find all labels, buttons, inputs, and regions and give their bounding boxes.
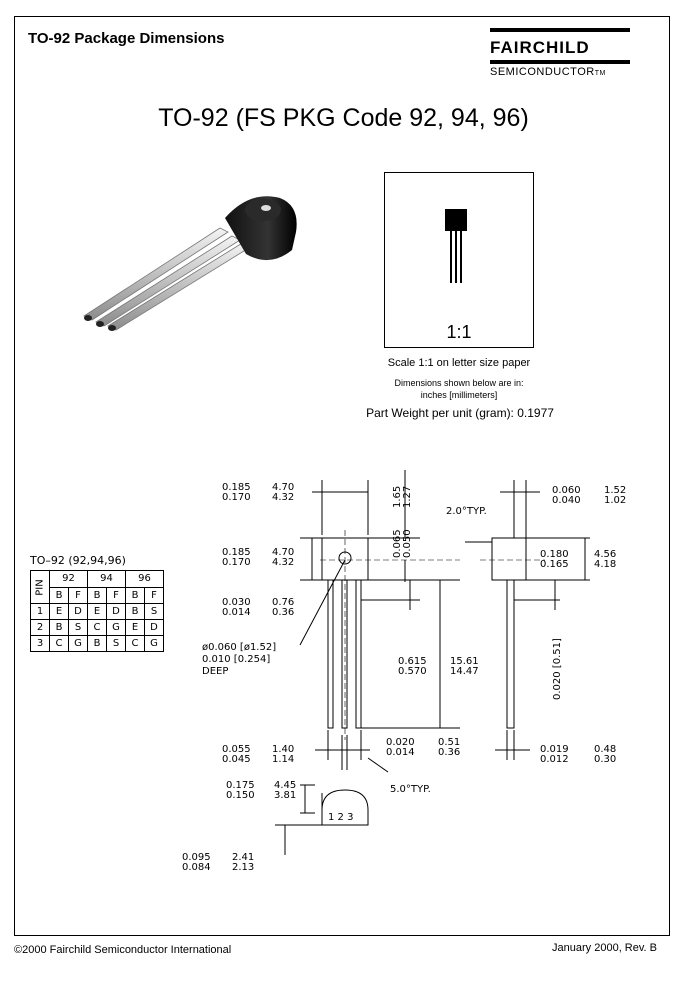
table-row: 2 B S C G E D [30, 619, 164, 636]
dimension-drawing: 0.185 0.170 4.70 4.32 1.65 1.27 0.065 0.… [182, 470, 626, 873]
units-note-1: Dimensions shown below are in: [394, 378, 524, 388]
dim-body-width-in-2: 0.170 [222, 492, 251, 503]
dim-body-height-in: 0.185 [222, 547, 251, 558]
dim-flat-mm-2: 2.13 [232, 862, 254, 873]
fairchild-logo: FAIRCHILD SEMICONDUCTORTM [490, 28, 640, 80]
pin-table-caption: TO–92 (92,94,96) [30, 554, 126, 567]
dim-side-top-in-2: 0.040 [552, 495, 581, 506]
dim-span-in: 0.175 [226, 780, 255, 791]
dim-lead-pitch-in: 0.055 [222, 744, 251, 755]
dim-side-lead-width-mm: 0.48 [594, 744, 616, 755]
dim-side-lead-width-mm-2: 0.30 [594, 754, 616, 765]
dim-span-mm: 4.45 [274, 780, 296, 791]
footer-revision: January 2000, Rev. B [552, 942, 657, 954]
dim-lead-pitch-mm: 1.40 [272, 744, 294, 755]
dim-flat-mm: 2.41 [232, 852, 254, 863]
dim-top-flat-in: 0.065 [392, 529, 403, 558]
dim-top-flat-mm-2: 1.27 [402, 486, 413, 508]
dim-lead-width-mm-2: 0.36 [438, 747, 460, 758]
transistor-3d-image [83, 196, 297, 331]
dim-side-top-in: 0.060 [552, 485, 581, 496]
ejector-hole [338, 551, 352, 565]
dim-side-depth-in-2: 0.165 [540, 559, 569, 570]
dim-lead-pitch-in-2: 0.045 [222, 754, 251, 765]
table-cell: G [144, 635, 164, 652]
dim-body-width-mm: 4.70 [272, 482, 294, 493]
logo-bar-top [490, 28, 630, 32]
dim-side-lead-offset: 0.020 [0.51] [552, 638, 563, 700]
dim-lead-length-in-2: 0.570 [398, 666, 427, 677]
dim-lead-length-in: 0.615 [398, 656, 427, 667]
dim-side-lead-width-in-2: 0.012 [540, 754, 569, 765]
scale-box: 1:1 [384, 172, 534, 348]
pin-table: PIN 92 94 96 B F B F B F 1 E D E D B S 2… [30, 570, 164, 652]
dim-lead-offset-in-2: 0.014 [222, 607, 251, 618]
dim-flat-in: 0.095 [182, 852, 211, 863]
logo-bar-bottom [490, 60, 630, 64]
dim-lead-width-in-2: 0.014 [386, 747, 415, 758]
dim-body-height-mm: 4.70 [272, 547, 294, 558]
dim-lead-width-in: 0.020 [386, 737, 415, 748]
logo-brand: FAIRCHILD [490, 38, 590, 57]
dim-span-mm-2: 3.81 [274, 790, 296, 801]
table-row: 1 E D E D B S [30, 603, 164, 620]
dim-lead-offset-mm: 0.76 [272, 597, 294, 608]
footer-copyright: ©2000 Fairchild Semiconductor Internatio… [14, 944, 232, 956]
dim-lead-length-mm-2: 14.47 [450, 666, 479, 677]
dim-body-height-in-2: 0.170 [222, 557, 251, 568]
dim-side-top-mm-2: 1.02 [604, 495, 626, 506]
dim-hole-deep: DEEP [202, 666, 228, 677]
page-title: TO-92 Package Dimensions [28, 30, 225, 47]
dim-side-lead-width-in: 0.019 [540, 744, 569, 755]
dim-lead-width-mm: 0.51 [438, 737, 460, 748]
table-row: 3 C G B S C G [30, 635, 164, 652]
dim-angle-2: 2.0°TYP. [446, 506, 487, 517]
dim-side-top-mm: 1.52 [604, 485, 626, 496]
page-frame [14, 16, 670, 936]
scale-transistor-image [445, 209, 467, 283]
dim-hole-depth: 0.010 [0.254] [202, 654, 270, 665]
dim-top-flat-mm: 1.65 [392, 486, 403, 508]
units-note-2: inches [millimeters] [420, 390, 498, 400]
dim-lead-length-mm: 15.61 [450, 656, 479, 667]
dim-side-depth-mm-2: 4.18 [594, 559, 616, 570]
dim-side-depth-mm: 4.56 [594, 549, 616, 560]
table-cell: B [87, 635, 107, 652]
dim-lead-offset-mm-2: 0.36 [272, 607, 294, 618]
dim-lead-pitch-mm-2: 1.14 [272, 754, 294, 765]
dim-angle-5: 5.0°TYP. [390, 784, 431, 795]
dim-hole-diameter: ø0.060 [ø1.52] [202, 642, 276, 653]
package-title: TO-92 (FS PKG Code 92, 94, 96) [158, 104, 529, 132]
scale-ratio: 1:1 [446, 322, 472, 342]
scale-caption: Scale 1:1 on letter size paper [387, 357, 531, 369]
bottom-view-outline [321, 789, 369, 826]
dim-body-width-in: 0.185 [222, 482, 251, 493]
pin-numbers: 1 2 3 [328, 812, 353, 823]
dim-body-width-mm-2: 4.32 [272, 492, 294, 503]
dim-span-in-2: 0.150 [226, 790, 255, 801]
dim-lead-offset-in: 0.030 [222, 597, 251, 608]
dim-side-depth-in: 0.180 [540, 549, 569, 560]
dim-body-height-mm-2: 4.32 [272, 557, 294, 568]
side-body-outline [491, 537, 527, 581]
part-weight: Part Weight per unit (gram): 0.1977 [366, 406, 554, 420]
dim-flat-in-2: 0.084 [182, 862, 211, 873]
dim-top-flat-in-2: 0.050 [402, 529, 413, 558]
logo-sub: SEMICONDUCTORTM [490, 66, 606, 78]
